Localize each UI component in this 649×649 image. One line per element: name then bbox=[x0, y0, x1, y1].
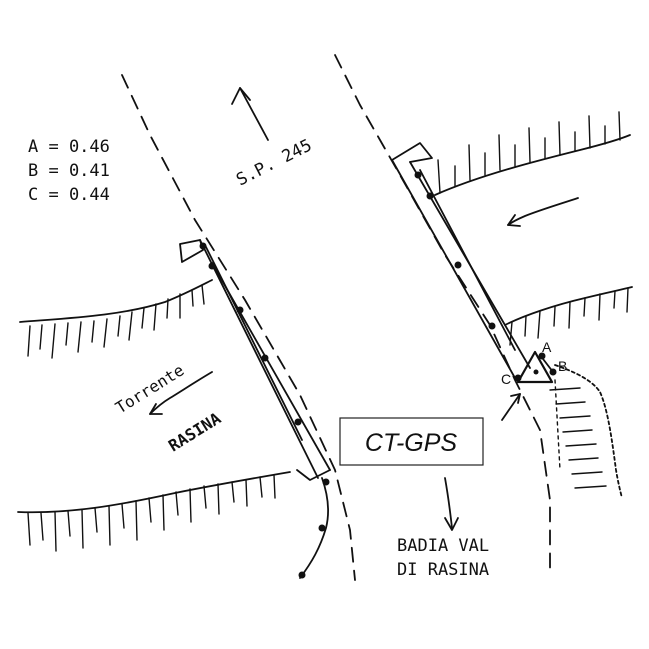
point-c-label: C bbox=[501, 371, 511, 387]
left-stream-upper-hatching bbox=[27, 284, 205, 359]
right-bridge bbox=[391, 142, 531, 379]
destination-arrow-icon bbox=[444, 477, 459, 531]
destination-line-1: BADIA VAL bbox=[397, 536, 489, 556]
ditch-dashed-edge bbox=[554, 364, 623, 499]
right-stream-lower-hatching bbox=[509, 287, 629, 346]
gps-label-box bbox=[339, 417, 484, 466]
right-stream-upper-hatching bbox=[437, 111, 621, 194]
left-stream-lower-bank bbox=[17, 471, 291, 514]
left-stream-flow-arrow-icon bbox=[149, 371, 213, 415]
right-stream-flow-arrow-icon bbox=[507, 197, 579, 227]
road-left-edge bbox=[121, 74, 356, 581]
gps-station-triangle-icon bbox=[516, 350, 554, 384]
stream-label-river: RASINA bbox=[165, 408, 224, 455]
road-right-edge bbox=[334, 54, 551, 571]
point-b-label: B bbox=[558, 358, 567, 374]
stream-label-name: Torrente bbox=[112, 360, 187, 417]
right-stream-lower-bank bbox=[504, 286, 633, 326]
legend-a: A = 0.46 bbox=[28, 137, 110, 157]
left-bridge bbox=[179, 239, 331, 481]
legend-b: B = 0.41 bbox=[28, 161, 110, 181]
legend-c: C = 0.44 bbox=[28, 185, 110, 205]
road-label: S.P. 245 bbox=[233, 135, 315, 190]
destination-line-2: DI RASINA bbox=[397, 560, 489, 580]
gps-label-text: CT-GPS bbox=[365, 429, 457, 457]
left-stream-upper-bank bbox=[19, 279, 213, 323]
right-stream-upper-bank bbox=[434, 134, 631, 196]
survey-points bbox=[199, 171, 557, 579]
gps-pointer-arrow-icon bbox=[501, 393, 521, 421]
ditch-hatching bbox=[549, 379, 607, 489]
survey-curve bbox=[299, 477, 329, 579]
point-a-label: A bbox=[542, 339, 552, 355]
road-north-arrow-icon bbox=[231, 87, 269, 141]
left-stream-lower-hatching bbox=[27, 474, 276, 552]
